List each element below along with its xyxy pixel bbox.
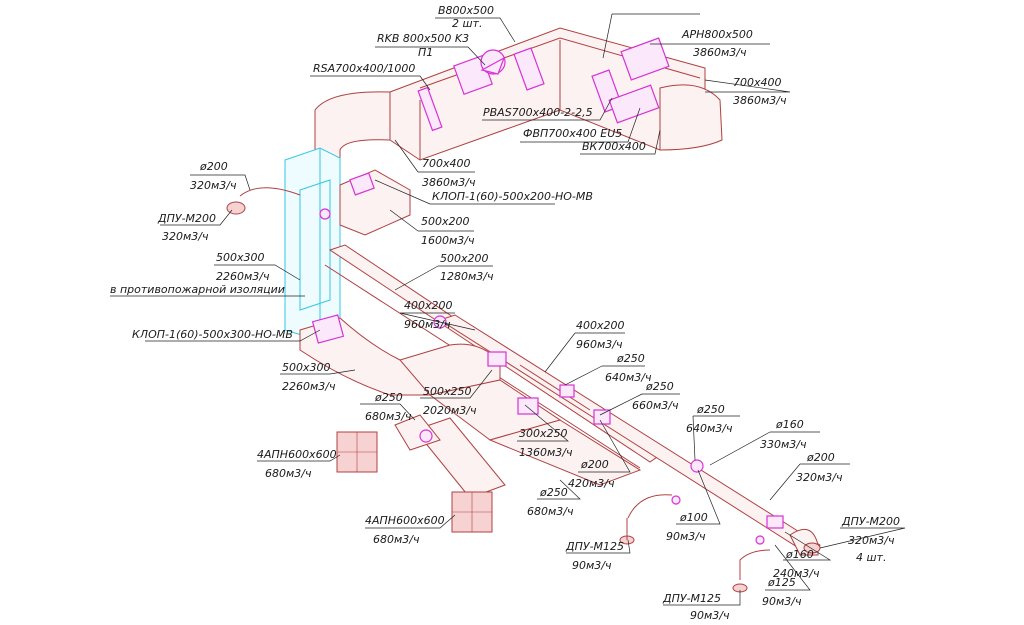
label-dpu-m200-left: ДПУ-М200 (157, 212, 216, 225)
label-d250-b-flow: 660м3/ч (632, 399, 679, 412)
label-klop-top: КЛОП-1(60)-500x200-НО-МВ (432, 190, 593, 203)
label-d125-flow: 90м3/ч (762, 595, 802, 608)
label-qty-4: 4 шт. (856, 551, 886, 564)
leader-lines (110, 13, 906, 606)
label-rsa: RSA700x400/1000 (313, 62, 415, 75)
label-duct-500x200-b: 500x200 (440, 252, 489, 265)
label-apn-b-flow: 680м3/ч (373, 533, 420, 546)
label-dpu-m125-a-flow: 90м3/ч (572, 559, 612, 572)
label-d200-top-flow: 320м3/ч (190, 179, 237, 192)
label-d160-b-flow: 240м3/ч (773, 567, 820, 580)
annotations: B800x500 2 шт. RKB 800x500 K3 П1 АРН800x… (110, 4, 900, 622)
label-duct-400x200-a: 400x200 (404, 299, 453, 312)
label-dpu-m125-a: ДПУ-М125 (565, 540, 624, 553)
label-dpu-m200-left-flow: 320м3/ч (162, 230, 209, 243)
label-duct-400x200-b-flow: 960м3/ч (576, 338, 623, 351)
label-duct-500x300-a: 500x300 (216, 251, 265, 264)
label-fire-insulation: в противопожарной изоляции (110, 283, 285, 296)
label-d160-b: ø160 (785, 548, 814, 561)
label-d250-d-flow: 640м3/ч (686, 422, 733, 435)
label-d125: ø125 (767, 576, 796, 589)
label-d250-c: ø250 (374, 391, 403, 404)
label-duct-700-right-flow: 3860м3/ч (733, 94, 787, 107)
label-d250-e-flow: 680м3/ч (527, 505, 574, 518)
label-d200-c: ø200 (580, 458, 609, 471)
label-duct-500x300-a-flow: 2260м3/ч (216, 270, 270, 283)
label-apn-a: 4АПН600x600 (257, 448, 337, 461)
label-duct-500x200-b-flow: 1280м3/ч (440, 270, 494, 283)
label-top-cut: B800x500 (438, 4, 494, 17)
branch-400x200 (438, 314, 822, 556)
label-duct-500x250: 500x250 (423, 385, 472, 398)
label-d200-top: ø200 (199, 160, 228, 173)
label-klop-bottom: КЛОП-1(60)-500x300-НО-МВ (132, 328, 293, 341)
label-d250-d: ø250 (696, 403, 725, 416)
label-aph-flow: 3860м3/ч (693, 46, 747, 59)
label-vk: ВК700x400 (582, 140, 646, 153)
label-d100: ø100 (679, 511, 708, 524)
duct-network (226, 27, 822, 593)
label-apn-b: 4АПН600x600 (365, 514, 445, 527)
label-duct-300x250-flow: 1360м3/ч (519, 446, 573, 459)
label-dpu-m125-b-flow: 90м3/ч (690, 609, 730, 622)
label-aph: АРН800x500 (681, 28, 753, 41)
label-d250-a-flow: 640м3/ч (605, 371, 652, 384)
label-rkb-sub: П1 (418, 46, 433, 59)
label-dpu-m200-right-flow: 320м3/ч (848, 534, 895, 547)
label-rkb: RKB 800x500 K3 (377, 32, 469, 45)
label-d250-a: ø250 (616, 352, 645, 365)
label-fvp: ФВП700x400 EU5 (523, 127, 622, 140)
label-d200-b: ø200 (806, 451, 835, 464)
label-dpu-m200-right: ДПУ-М200 (841, 515, 900, 528)
label-d200-b-flow: 320м3/ч (796, 471, 843, 484)
label-d250-e: ø250 (539, 486, 568, 499)
label-d250-c-flow: 680м3/ч (365, 410, 412, 423)
label-duct-700-mid-flow: 3860м3/ч (422, 176, 476, 189)
label-duct-500x300-b: 500x300 (282, 361, 331, 374)
label-duct-400x200-b: 400x200 (576, 319, 625, 332)
label-d250-b: ø250 (645, 380, 674, 393)
label-d100-flow: 90м3/ч (666, 530, 706, 543)
label-top-cut-qty: 2 шт. (452, 17, 482, 30)
branch-dampers (319, 208, 784, 545)
label-duct-400x200-a-flow: 960м3/ч (404, 318, 451, 331)
label-duct-500x300-b-flow: 2260м3/ч (282, 380, 336, 393)
label-duct-700-mid: 700x400 (422, 157, 471, 170)
label-pbas: PBAS700x400-2-2,5 (483, 106, 593, 119)
label-duct-500x200-a: 500x200 (421, 215, 470, 228)
label-duct-300x250: 300x250 (519, 427, 568, 440)
trunk-equipment (417, 37, 670, 132)
label-d160-a: ø160 (775, 418, 804, 431)
label-dpu-m125-b: ДПУ-М125 (662, 592, 721, 605)
label-apn-a-flow: 680м3/ч (265, 467, 312, 480)
label-duct-700-right: 700x400 (733, 76, 782, 89)
label-duct-500x250-flow: 2020м3/ч (423, 404, 477, 417)
label-d200-c-flow: 420м3/ч (568, 477, 615, 490)
label-duct-500x200-a-flow: 1600м3/ч (421, 234, 475, 247)
label-d160-a-flow: 330м3/ч (760, 438, 807, 451)
fire-insulated-riser (284, 147, 341, 341)
